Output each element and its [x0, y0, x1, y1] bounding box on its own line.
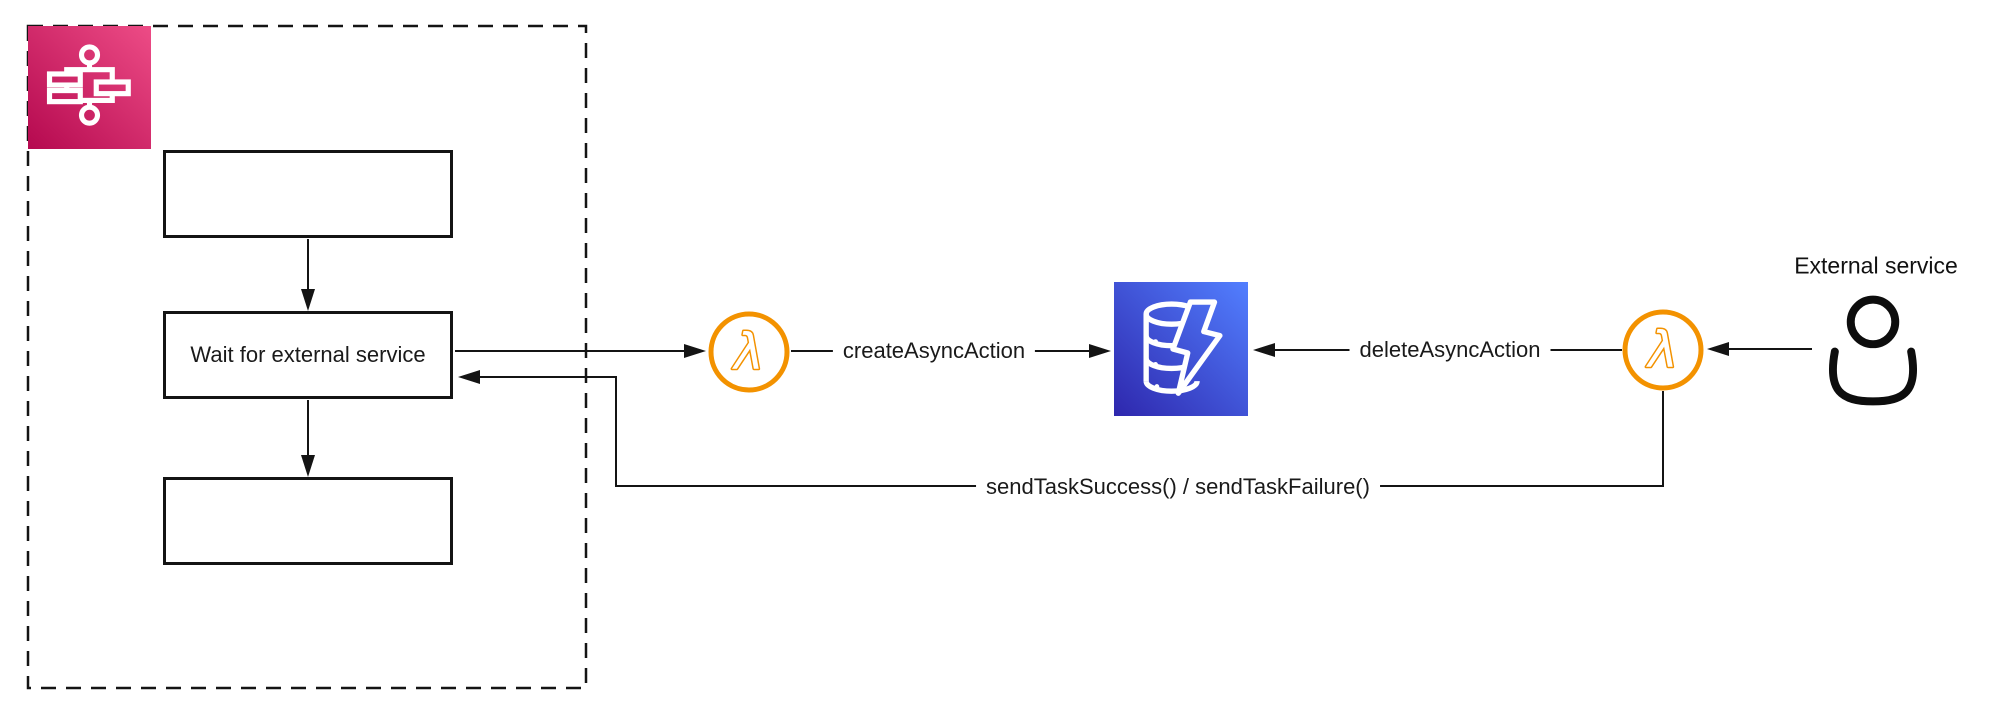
step-functions-icon: [28, 26, 151, 149]
state-box-wait-for-external-service: Wait for external service: [163, 311, 453, 399]
lightning-bolt-glyph: [1170, 299, 1223, 396]
lambda-icon: λ: [708, 311, 790, 393]
dynamodb-icon: [1114, 282, 1248, 416]
arrowhead-wait-to-lambda-create: [684, 344, 706, 358]
state-machine-group-border: [26, 24, 588, 690]
arrowhead-wait-to-bottom: [301, 455, 315, 477]
edge-label-create-async-action: createAsyncAction: [832, 337, 1036, 365]
lambda-icon: λ: [1622, 309, 1704, 391]
lambda-glyph: λ: [731, 323, 764, 381]
arrowhead-top-to-wait: [301, 289, 315, 311]
user-icon: [1828, 295, 1918, 406]
state-box-empty-bottom: [163, 477, 453, 565]
arrowhead-lambda-create-to-dynamodb: [1089, 344, 1111, 358]
lambda-glyph: λ: [1645, 321, 1678, 379]
edge-label-send-task-callback: sendTaskSuccess() / sendTaskFailure(): [976, 473, 1380, 501]
external-service-label: External service: [1794, 252, 1958, 279]
callback-connector: [480, 376, 1664, 487]
state-box-empty-top: [163, 150, 453, 238]
arrowhead-callback-to-wait: [458, 370, 480, 384]
edge-label-delete-async-action: deleteAsyncAction: [1349, 336, 1551, 364]
arrowhead-user-to-lambda-delete: [1707, 342, 1729, 356]
arrowhead-lambda-delete-to-dynamodb: [1253, 343, 1275, 357]
